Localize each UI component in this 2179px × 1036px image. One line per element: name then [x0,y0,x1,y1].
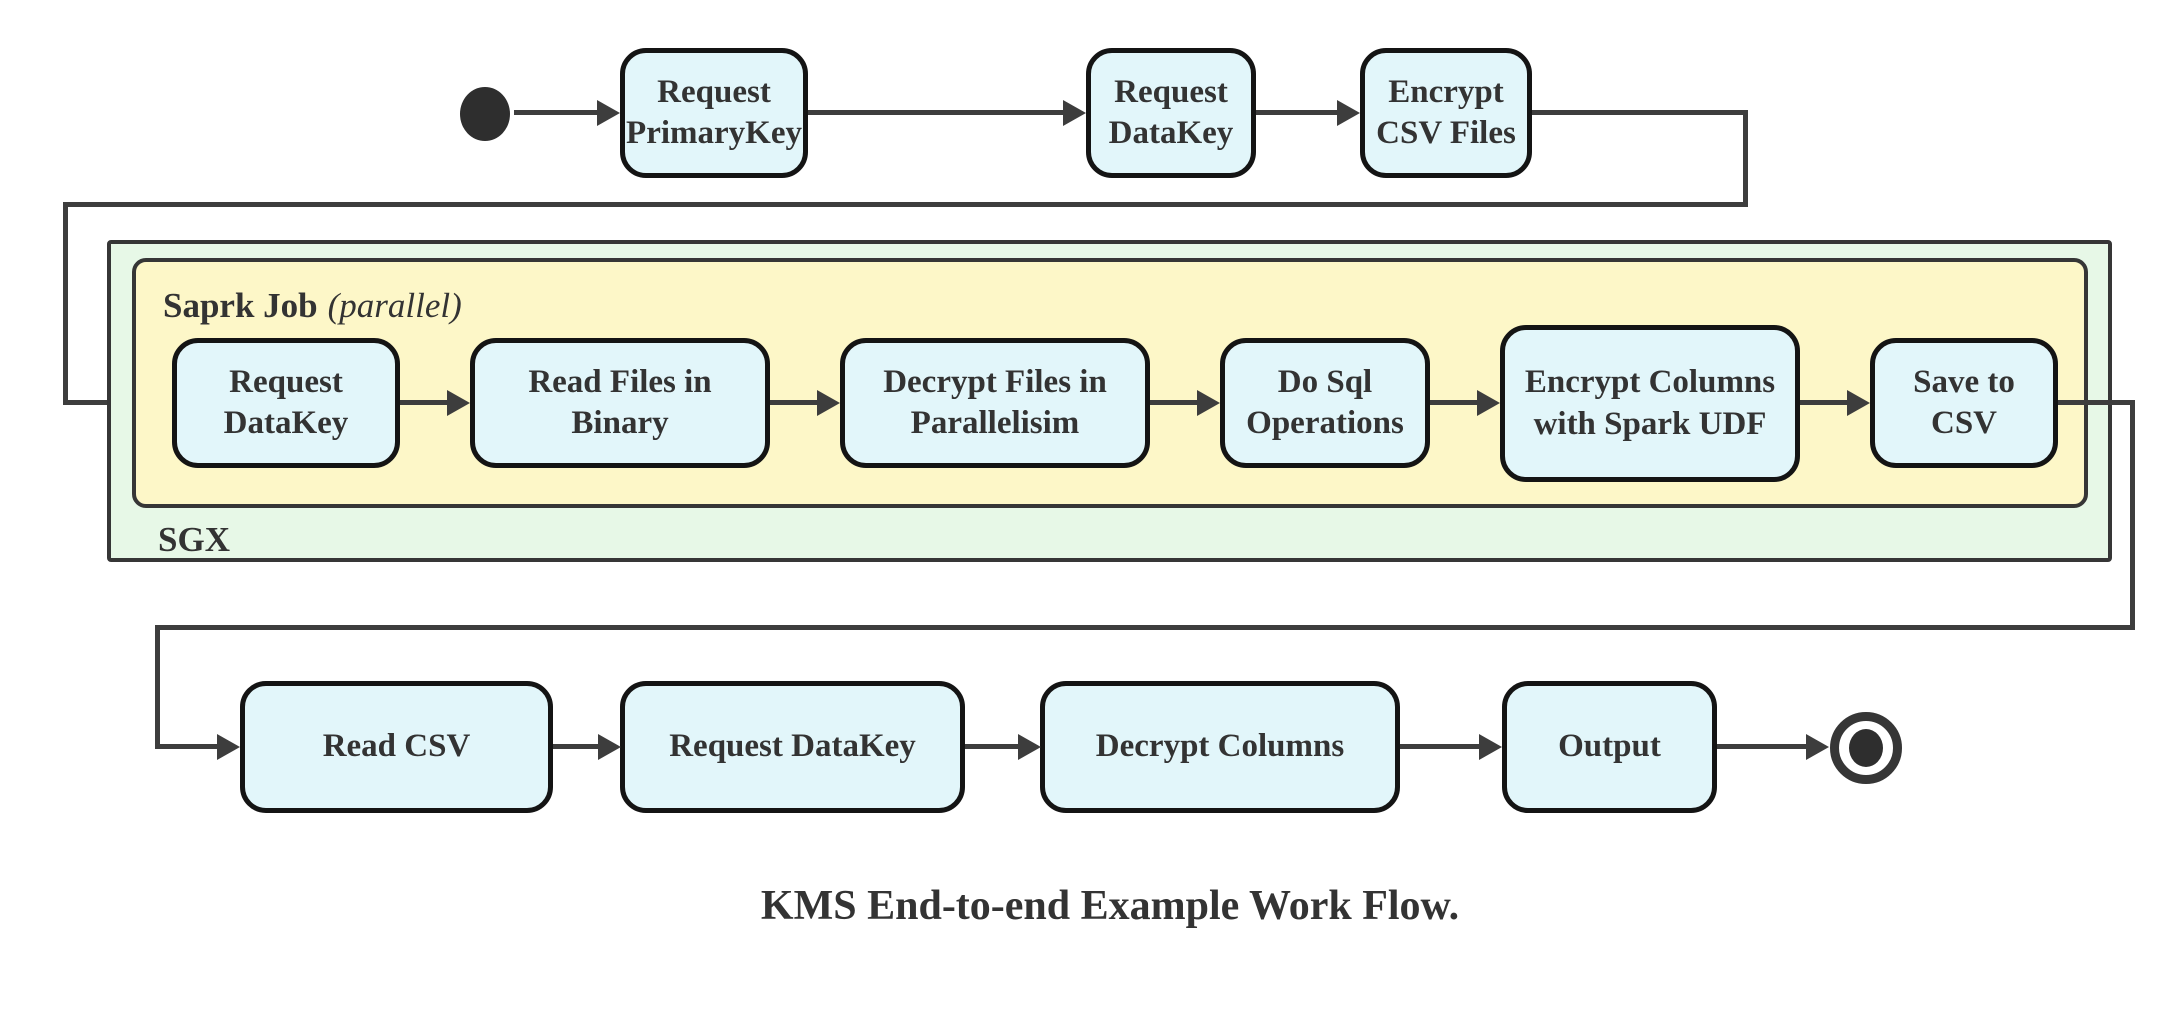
start-node [460,87,510,141]
connector-line [1800,400,1848,405]
connector-line [808,110,1064,115]
connector-line [155,625,160,749]
connector-line [2130,400,2135,630]
connector-line [1743,110,1748,207]
arrowhead [1477,390,1500,416]
connector-line [1150,400,1198,405]
node-read-csv: Read CSV [240,681,553,813]
node-request-primarykey: Request PrimaryKey [620,48,808,178]
connector-line [63,202,1748,207]
node-request-datakey-bottom: Request DataKey [620,681,965,813]
arrowhead [817,390,840,416]
arrowhead [1063,100,1086,126]
connector-line [2058,400,2135,405]
connector-line [63,202,68,405]
connector-line [1717,744,1807,749]
connector-line [770,400,818,405]
node-do-sql-operations: Do Sql Operations [1220,338,1430,468]
node-request-datakey-top: Request DataKey [1086,48,1256,178]
node-encrypt-csv-files: Encrypt CSV Files [1360,48,1532,178]
spark-job-label: Saprk Job(parallel) [163,286,462,326]
arrowhead [1018,734,1041,760]
node-request-datakey-sgx: Request DataKey [172,338,400,468]
connector-line [155,744,219,749]
arrowhead [1197,390,1220,416]
arrowhead [598,734,621,760]
spark-job-mode: (parallel) [327,286,462,325]
connector-line [155,625,2135,630]
connector-line [514,110,598,115]
arrowhead [1337,100,1360,126]
arrowhead [447,390,470,416]
connector-line [553,744,599,749]
sgx-label: SGX [158,520,230,559]
node-output: Output [1502,681,1717,813]
arrowhead [597,100,620,126]
arrowhead [217,734,240,760]
arrowhead [1847,390,1870,416]
node-decrypt-files-in-parallelisim: Decrypt Files in Parallelisim [840,338,1150,468]
node-decrypt-columns: Decrypt Columns [1040,681,1400,813]
connector-line [965,744,1019,749]
connector-line [1400,744,1480,749]
arrowhead [1806,734,1829,760]
connector-line [1256,110,1338,115]
connector-line [400,400,448,405]
node-save-to-csv: Save to CSV [1870,338,2058,468]
arrowhead [1479,734,1502,760]
end-node [1830,712,1902,784]
spark-job-title: Saprk Job [163,286,318,325]
node-read-files-in-binary: Read Files in Binary [470,338,770,468]
connector-line [1430,400,1478,405]
node-encrypt-columns-with-spark-udf: Encrypt Columns with Spark UDF [1500,325,1800,482]
connector-line [1532,110,1748,115]
diagram-caption: KMS End-to-end Example Work Flow. [760,883,1460,929]
end-node-dot [1849,729,1883,767]
